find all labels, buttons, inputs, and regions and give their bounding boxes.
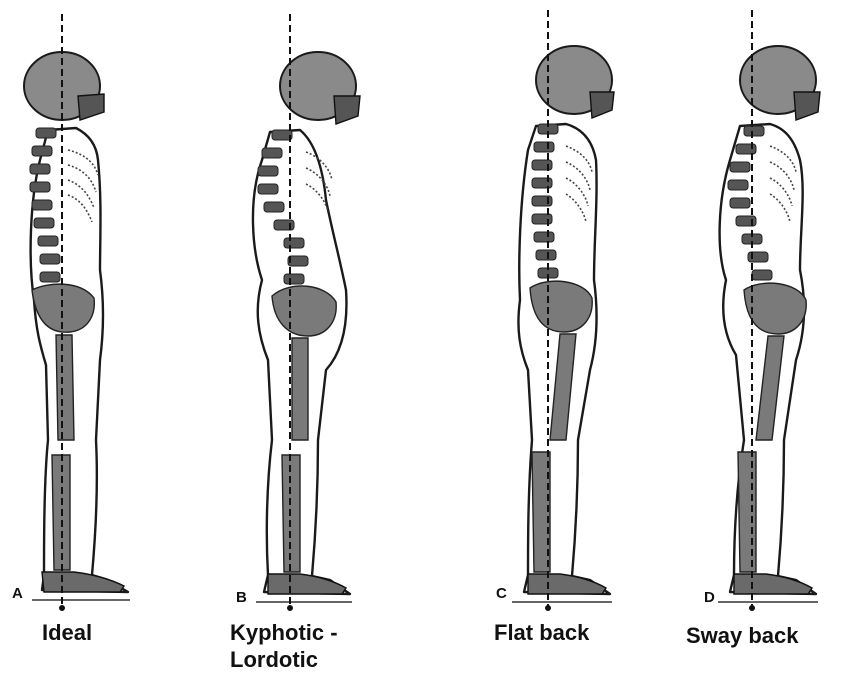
- figure-d-letter: D: [704, 589, 715, 606]
- figure-c-foot: [528, 574, 606, 594]
- figure-c-caption: Flat back: [494, 620, 590, 645]
- figure-b-jaw: [334, 96, 360, 124]
- figure-c-flat-back: [512, 10, 614, 611]
- figure-d-plumb-bob: [749, 605, 755, 611]
- figure-a-foot: [42, 572, 124, 592]
- figure-d-sway-back: [718, 10, 820, 611]
- figure-d-caption: Sway back: [686, 623, 799, 648]
- figure-d-foot: [734, 574, 812, 594]
- figure-d-tibia: [738, 452, 756, 572]
- figure-c-plumb-bob: [545, 605, 551, 611]
- figure-c-letter: C: [496, 585, 507, 602]
- figure-b-caption-line-2: Lordotic: [230, 647, 318, 672]
- figure-b-kyphotic-lordotic: [253, 14, 360, 611]
- figure-a-ideal: [24, 14, 130, 611]
- figure-c-jaw: [590, 92, 614, 118]
- figure-a-femur: [56, 335, 74, 440]
- figure-a-body-outline: [31, 128, 128, 592]
- figure-a-caption: Ideal: [42, 620, 92, 645]
- figure-a-jaw: [78, 94, 104, 120]
- figure-b-letter: B: [236, 589, 247, 606]
- figure-a-plumb-bob: [59, 605, 65, 611]
- figure-b-plumb-bob: [287, 605, 293, 611]
- figure-b-caption-line-1: Kyphotic -: [230, 620, 338, 645]
- figure-d-jaw: [794, 92, 820, 120]
- figure-a-letter: A: [12, 585, 23, 602]
- figure-b-foot: [268, 574, 346, 594]
- figure-b-femur: [292, 338, 308, 440]
